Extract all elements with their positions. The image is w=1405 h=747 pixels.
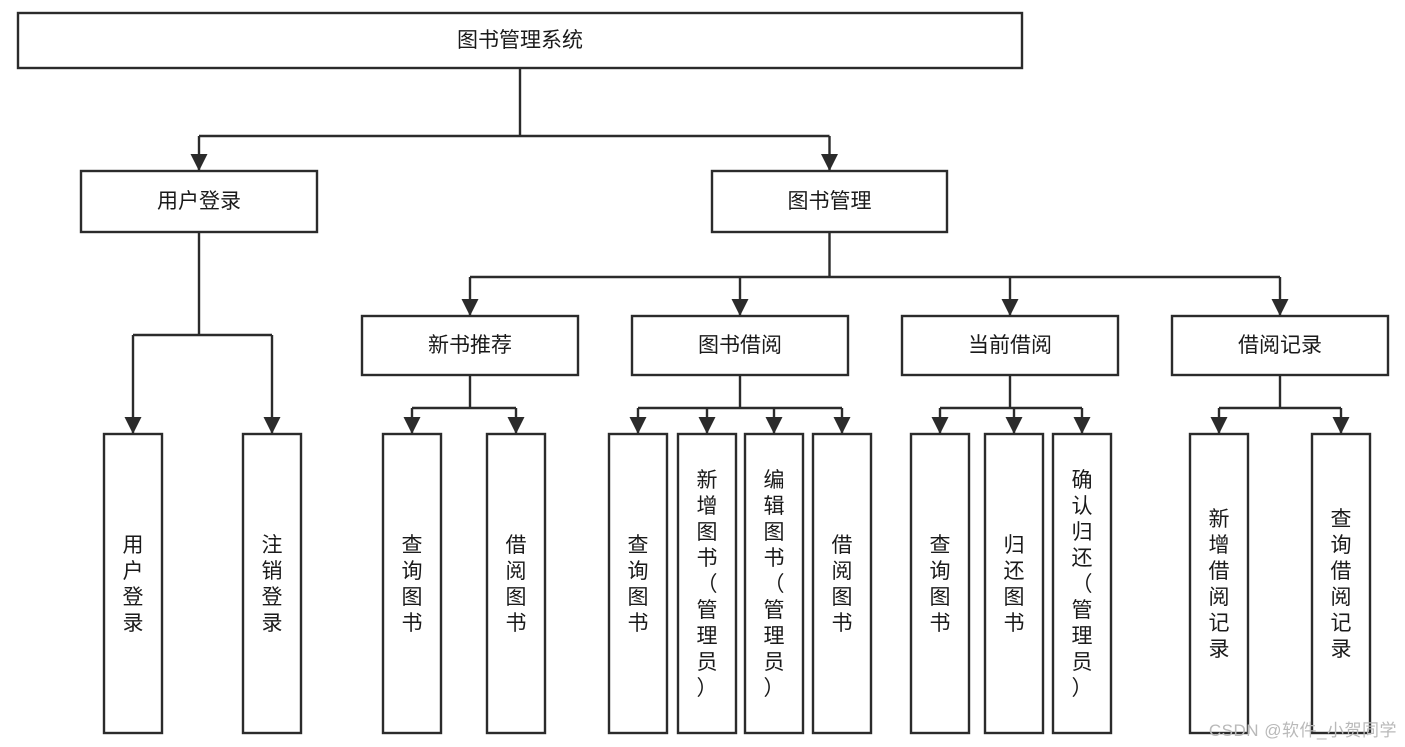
node-new-book-recommend-box bbox=[360, 314, 580, 377]
node-leaf-5-box bbox=[676, 432, 738, 735]
bookmgmt-to-level3-arrow-3 bbox=[1271, 299, 1289, 316]
node-leaf-11-box bbox=[1188, 432, 1250, 735]
node-book-management-label: 图书管理 bbox=[788, 190, 872, 213]
node-root-system-label: 图书管理系统 bbox=[457, 29, 583, 52]
root-to-level2-arrow-0 bbox=[190, 154, 208, 171]
node-current-borrow-box bbox=[900, 314, 1120, 377]
connector-layer bbox=[124, 68, 1350, 434]
node-leaf-8-box bbox=[909, 432, 971, 735]
node-user-login-label: 用户登录 bbox=[157, 190, 241, 213]
node-leaf-6-box bbox=[743, 432, 805, 735]
node-leaf-10-label: 确认归还（管理员） bbox=[1072, 469, 1093, 700]
node-leaf-3-box bbox=[485, 432, 547, 735]
node-current-borrow-label: 当前借阅 bbox=[968, 334, 1052, 357]
node-leaf-3[interactable]: 借阅图书 bbox=[485, 432, 547, 735]
node-user-login[interactable]: 用户登录 bbox=[79, 169, 319, 234]
node-leaf-12-box bbox=[1310, 432, 1372, 735]
bookmgmt-to-level3-arrow-1 bbox=[731, 299, 749, 316]
node-leaf-10[interactable]: 确认归还（管理员） bbox=[1051, 432, 1113, 735]
newbook-to-leaves-arrow-0 bbox=[403, 417, 421, 434]
node-leaf-2[interactable]: 查询图书 bbox=[381, 432, 443, 735]
node-new-book-recommend-label: 新书推荐 bbox=[428, 334, 512, 357]
borrow-to-leaves-arrow-0 bbox=[629, 417, 647, 434]
node-leaf-1[interactable]: 注销登录 bbox=[241, 432, 303, 735]
record-to-leaves-arrow-1 bbox=[1332, 417, 1350, 434]
record-to-leaves-arrow-0 bbox=[1210, 417, 1228, 434]
node-book-borrow-box bbox=[630, 314, 850, 377]
csdn-watermark: CSDN @软件_小贺同学 bbox=[1208, 721, 1397, 740]
bookmgmt-to-level3-arrow-0 bbox=[461, 299, 479, 316]
node-leaf-8[interactable]: 查询图书 bbox=[909, 432, 971, 735]
node-book-management-box bbox=[710, 169, 949, 234]
node-root-system[interactable]: 图书管理系统 bbox=[16, 11, 1024, 70]
node-borrow-record-box bbox=[1170, 314, 1390, 377]
node-layer: 图书管理系统用户登录图书管理新书推荐图书借阅当前借阅借阅记录用户登录注销登录查询… bbox=[16, 11, 1390, 735]
login-to-leaves-arrow-0 bbox=[124, 417, 142, 434]
borrow-to-leaves-arrow-1 bbox=[698, 417, 716, 434]
node-current-borrow[interactable]: 当前借阅 bbox=[900, 314, 1120, 377]
root-to-level2-arrow-1 bbox=[821, 154, 838, 171]
node-leaf-11[interactable]: 新增借阅记录 bbox=[1188, 432, 1250, 735]
node-leaf-12[interactable]: 查询借阅记录 bbox=[1310, 432, 1372, 735]
node-leaf-9[interactable]: 归还图书 bbox=[983, 432, 1045, 735]
node-leaf-3-label: 借阅图书 bbox=[506, 534, 527, 635]
node-leaf-0[interactable]: 用户登录 bbox=[102, 432, 164, 735]
current-to-leaves-arrow-2 bbox=[1073, 417, 1091, 434]
newbook-to-leaves-arrow-1 bbox=[507, 417, 525, 434]
node-borrow-record[interactable]: 借阅记录 bbox=[1170, 314, 1390, 377]
node-book-borrow-label: 图书借阅 bbox=[698, 334, 782, 357]
node-leaf-0-box bbox=[102, 432, 164, 735]
node-leaf-9-label: 归还图书 bbox=[1004, 534, 1025, 635]
borrow-to-leaves-arrow-2 bbox=[765, 417, 783, 434]
node-leaf-4[interactable]: 查询图书 bbox=[607, 432, 669, 735]
current-to-leaves-arrow-1 bbox=[1005, 417, 1023, 434]
node-leaf-2-label: 查询图书 bbox=[402, 534, 423, 635]
node-leaf-0-label: 用户登录 bbox=[123, 534, 144, 635]
node-leaf-7-label: 借阅图书 bbox=[832, 534, 853, 635]
bookmgmt-to-level3-arrow-2 bbox=[1001, 299, 1019, 316]
node-leaf-12-label: 查询借阅记录 bbox=[1331, 508, 1352, 661]
node-root-system-box bbox=[16, 11, 1024, 70]
node-leaf-1-box bbox=[241, 432, 303, 735]
node-leaf-7-box bbox=[811, 432, 873, 735]
node-leaf-1-label: 注销登录 bbox=[262, 534, 283, 635]
node-leaf-9-box bbox=[983, 432, 1045, 735]
node-leaf-4-box bbox=[607, 432, 669, 735]
current-to-leaves-arrow-0 bbox=[931, 417, 949, 434]
borrow-to-leaves-arrow-3 bbox=[833, 417, 851, 434]
node-leaf-11-label: 新增借阅记录 bbox=[1209, 508, 1230, 661]
node-leaf-6[interactable]: 编辑图书（管理员） bbox=[743, 432, 805, 735]
node-leaf-8-label: 查询图书 bbox=[930, 534, 951, 635]
node-leaf-4-label: 查询图书 bbox=[628, 534, 649, 635]
node-leaf-6-label: 编辑图书（管理员） bbox=[764, 469, 785, 700]
node-leaf-2-box bbox=[381, 432, 443, 735]
node-leaf-10-box bbox=[1051, 432, 1113, 735]
node-borrow-record-label: 借阅记录 bbox=[1238, 334, 1322, 357]
login-to-leaves-arrow-1 bbox=[263, 417, 281, 434]
node-leaf-7[interactable]: 借阅图书 bbox=[811, 432, 873, 735]
node-user-login-box bbox=[79, 169, 319, 234]
node-new-book-recommend[interactable]: 新书推荐 bbox=[360, 314, 580, 377]
node-book-borrow[interactable]: 图书借阅 bbox=[630, 314, 850, 377]
node-leaf-5[interactable]: 新增图书（管理员） bbox=[676, 432, 738, 735]
node-leaf-5-label: 新增图书（管理员） bbox=[697, 469, 718, 700]
node-book-management[interactable]: 图书管理 bbox=[710, 169, 949, 234]
